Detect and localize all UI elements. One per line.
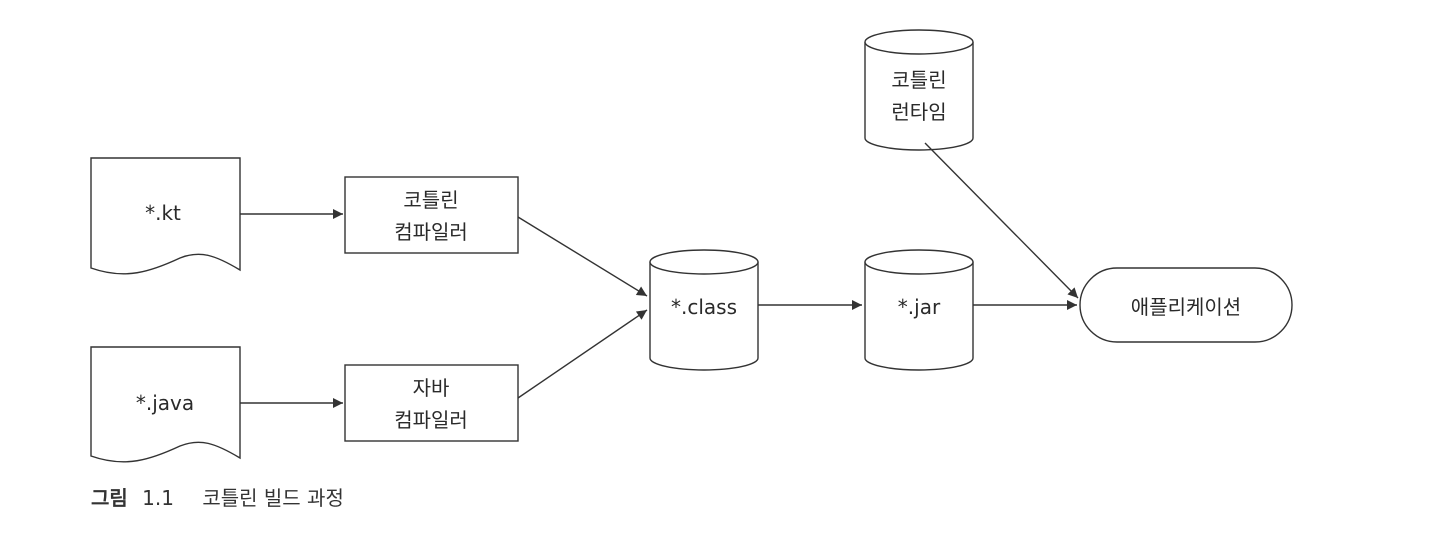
kt-file-document: *.kt	[90, 157, 241, 275]
class-files-cylinder: *.class	[649, 249, 759, 371]
kotlin-runtime-line1: 코틀린	[891, 68, 946, 92]
java-compiler-box: 자바 컴파일러	[344, 364, 519, 442]
java-file-document: *.java	[90, 346, 241, 463]
kotlin-compiler-line2: 컴파일러	[394, 220, 468, 244]
kotlin-compiler-box: 코틀린 컴파일러	[344, 176, 519, 254]
kotlin-runtime-line2: 런타임	[891, 100, 946, 124]
arrow-kotlin-compiler-to-class	[517, 216, 648, 297]
kotlin-compiler-line1: 코틀린	[403, 188, 458, 212]
class-files-label: *.class	[671, 295, 737, 319]
arrow-runtime-to-application	[924, 142, 1079, 299]
java-file-label: *.java	[136, 391, 194, 415]
caption-text: 코틀린 빌드 과정	[202, 486, 344, 510]
kotlin-runtime-cylinder: 코틀린 런타임	[864, 29, 974, 151]
java-compiler-line2: 컴파일러	[394, 408, 468, 432]
caption-number: 1.1	[142, 486, 174, 510]
jar-file-cylinder: *.jar	[864, 249, 974, 371]
caption-label: 그림	[91, 486, 128, 510]
application-terminal: 애플리케이션	[1079, 267, 1293, 343]
figure-caption: 그림 1.1 코틀린 빌드 과정	[91, 482, 344, 511]
application-label: 애플리케이션	[1131, 295, 1241, 319]
java-compiler-line1: 자바	[413, 376, 450, 400]
jar-file-label: *.jar	[898, 295, 941, 319]
kt-file-label: *.kt	[145, 201, 181, 225]
arrow-java-compiler-to-class	[517, 309, 648, 399]
